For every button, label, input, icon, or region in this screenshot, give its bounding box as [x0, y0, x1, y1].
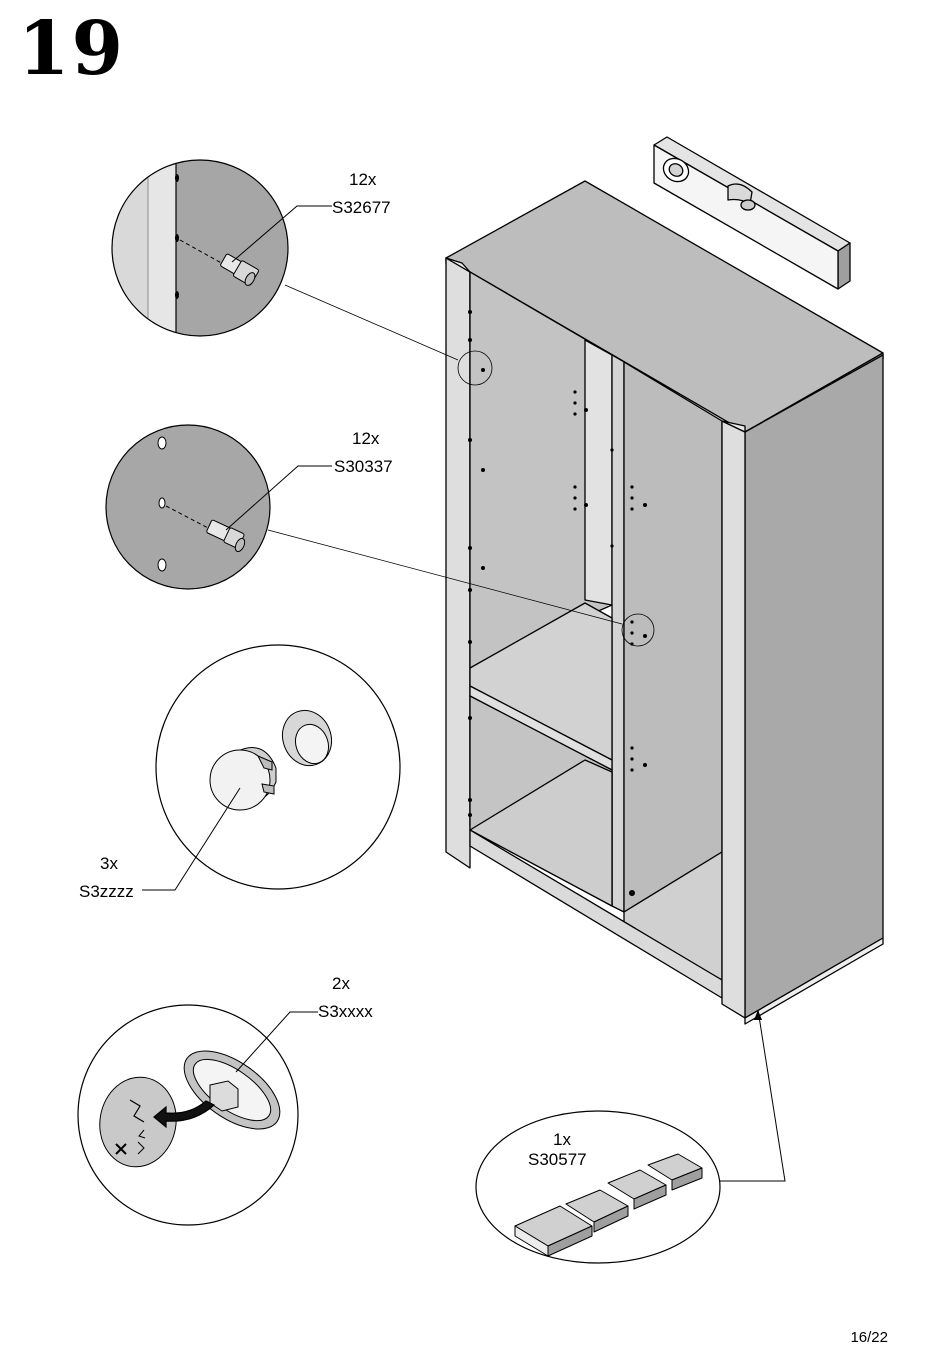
- part-code-label: S3xxxx: [318, 1002, 373, 1021]
- detail-circle-2: [105, 424, 623, 625]
- part-code-label: S30577: [528, 1150, 587, 1169]
- wardrobe-right-side-panel: [744, 354, 884, 1019]
- step-number: 19: [18, 6, 125, 92]
- page-number: 16/22: [850, 1329, 888, 1346]
- shelf-pin-holes: [468, 310, 647, 896]
- part-code-label: S3zzzz: [79, 882, 134, 901]
- part-qty-label: 12x: [349, 170, 377, 189]
- part-qty-label: 2x: [332, 974, 350, 993]
- detail-ellipse-5: [475, 1009, 786, 1264]
- wardrobe-left-front-edge: [445, 257, 471, 869]
- highlight-circle-pin: [457, 350, 493, 386]
- detail-circle-4: [77, 1004, 318, 1226]
- highlight-circle-support: [621, 613, 655, 647]
- part-qty-label: 1x: [553, 1130, 571, 1149]
- spirit-level-icon: [653, 136, 851, 290]
- part-code-label: S30337: [334, 457, 393, 476]
- detail-circle-3: [142, 644, 401, 891]
- wardrobe-right-front-edge: [721, 420, 746, 1019]
- remove-arrow-icon: [153, 1100, 216, 1129]
- cross-icon: [115, 1143, 127, 1155]
- part-code-label: S32677: [332, 198, 391, 217]
- part-qty-label: 12x: [352, 429, 380, 448]
- wardrobe: [445, 180, 884, 1025]
- detail-circle-1: [111, 159, 459, 361]
- part-qty-label: 3x: [100, 854, 118, 873]
- arrows-icon: [137, 1129, 146, 1155]
- wardrobe-shelf: [469, 602, 613, 761]
